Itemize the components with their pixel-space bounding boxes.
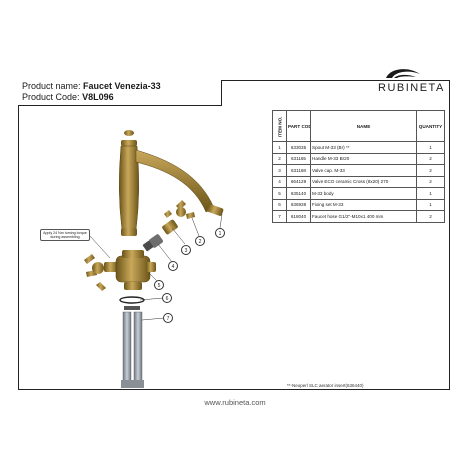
part-code: 633035 (286, 141, 311, 154)
quantity: 2 (416, 210, 445, 223)
callout-5: 5 (154, 280, 164, 290)
header-item-no: ITEM NO. (272, 110, 287, 142)
drawing-sheet (18, 80, 450, 390)
part-name: Valve cap. M-33 (310, 164, 417, 177)
left-handle-part (84, 254, 118, 291)
hose-part (121, 311, 144, 388)
part-code: 664129 (286, 175, 311, 188)
part-name: Handle M-33 Br20 (310, 152, 417, 165)
product-name-value: Faucet Venezia-33 (83, 81, 161, 91)
part-name: Valve ECO ceramic Cross (8x20) 270 (310, 175, 417, 188)
rubineta-logo-icon (386, 69, 420, 78)
item-no: 3 (272, 164, 287, 177)
body-part (115, 250, 156, 290)
handle-part (164, 200, 195, 219)
table-row: 6 636938 Fixing set M-33 1 (272, 198, 445, 211)
quantity: 1 (416, 198, 445, 211)
part-name: M-33 body (310, 187, 417, 200)
product-code-label: Product Code: (22, 92, 80, 102)
part-name: Faucet hose G1/2"-M10x1 400 mm (310, 210, 417, 223)
valve-part (142, 234, 163, 252)
spout-part (118, 130, 224, 236)
item-no: 7 (272, 210, 287, 223)
table-row: 3 631168 Valve cap. M-33 2 (272, 164, 445, 177)
parts-table: ITEM NO. PART CODE NAME QUANTITY 1 63303… (272, 110, 445, 223)
part-code: 635140 (286, 187, 311, 200)
quantity: 2 (416, 152, 445, 165)
quantity: 1 (416, 187, 445, 200)
part-name: Spout M-33 (Br) ** (310, 141, 417, 154)
header-part-code: PART CODE (286, 110, 311, 142)
parts-table-header: ITEM NO. PART CODE NAME QUANTITY (272, 110, 445, 142)
callout-6: 6 (162, 293, 172, 303)
leader-lines (89, 213, 223, 321)
brand-name: RUBINETA (378, 82, 445, 94)
part-code: 636938 (286, 198, 311, 211)
quantity: 1 (416, 141, 445, 154)
footer-url[interactable]: www.rubineta.com (204, 398, 266, 407)
product-name-row: Product name: Faucet Venezia-33 (22, 81, 217, 92)
header-name: NAME (310, 110, 417, 142)
title-block: Product name: Faucet Venezia-33 Product … (18, 80, 222, 106)
item-no: 6 (272, 198, 287, 211)
valve-cap-part (162, 219, 178, 235)
part-code: 631165 (286, 152, 311, 165)
callout-7: 7 (163, 313, 173, 323)
quantity: 2 (416, 164, 445, 177)
part-code: 631168 (286, 164, 311, 177)
table-row: 2 631165 Handle M-33 Br20 2 (272, 152, 445, 165)
item-no: 1 (272, 141, 287, 154)
fixing-set-part (119, 296, 145, 310)
table-row: 7 618040 Faucet hose G1/2"-M10x1 400 mm … (272, 210, 445, 223)
quantity: 2 (416, 175, 445, 188)
aerator-note: **-Neoperl SLC aerator insert(636440) (287, 383, 364, 388)
table-row: 4 664129 Valve ECO ceramic Cross (8x20) … (272, 175, 445, 188)
product-code-row: Product Code: V8L096 (22, 92, 217, 103)
callout-2: 2 (195, 236, 205, 246)
header-quantity: QUANTITY (416, 110, 445, 142)
product-code-value: V8L096 (82, 92, 114, 102)
item-no: 4 (272, 175, 287, 188)
item-no: 2 (272, 152, 287, 165)
part-code: 618040 (286, 210, 311, 223)
callout-3: 3 (181, 245, 191, 255)
part-name: Fixing set M-33 (310, 198, 417, 211)
table-row: 5 635140 M-33 body 1 (272, 187, 445, 200)
product-name-label: Product name: (22, 81, 81, 91)
table-row: 1 633035 Spout M-33 (Br) ** 1 (272, 141, 445, 154)
callout-1: 1 (215, 228, 225, 238)
torque-note: Apply 24 Nm turning torque during assemb… (40, 229, 90, 241)
item-no: 5 (272, 187, 287, 200)
callout-4: 4 (168, 261, 178, 271)
